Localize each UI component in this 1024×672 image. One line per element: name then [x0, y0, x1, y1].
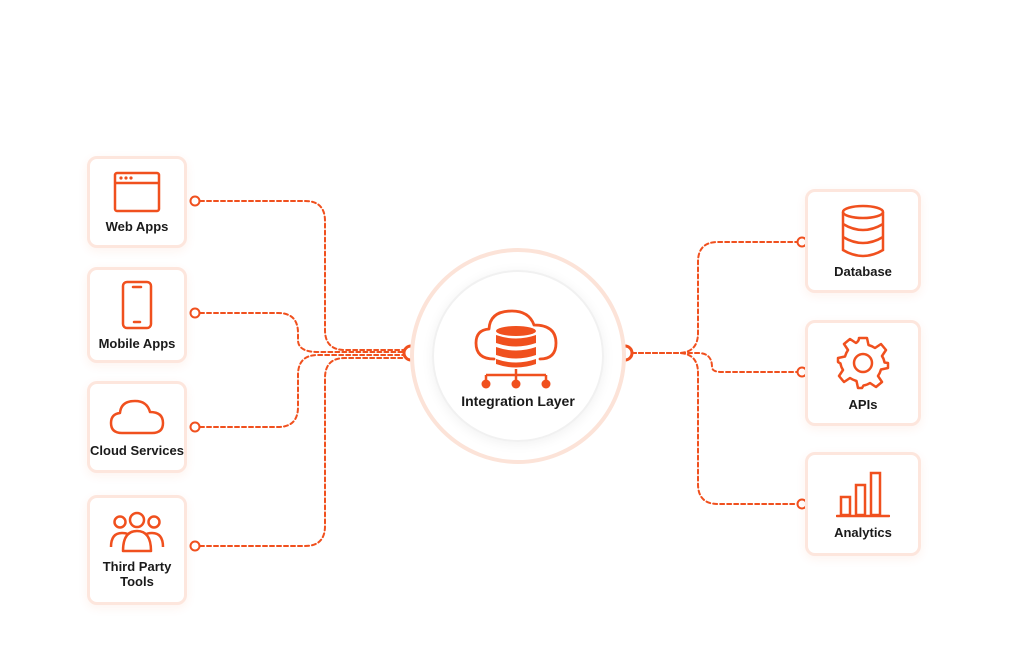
- hub-inner: Integration Layer: [432, 270, 604, 442]
- node-label: APIs: [848, 396, 878, 412]
- connector-analytics: [631, 352, 798, 505]
- database-icon: [841, 204, 885, 257]
- cloud-icon: [109, 399, 165, 434]
- port-cloud-services: [189, 421, 201, 433]
- node-label: Web Apps: [105, 218, 169, 234]
- node-label: Analytics: [834, 524, 892, 540]
- node-label: Third Party Tools: [102, 559, 172, 589]
- port-third-party-tools: [189, 540, 201, 552]
- gear-icon: [836, 336, 890, 389]
- connector-cloud-services: [199, 354, 405, 428]
- node-label: Mobile Apps: [98, 335, 176, 351]
- node-database[interactable]: Database: [805, 189, 921, 293]
- bar-chart-icon: [836, 471, 890, 517]
- smartphone-icon: [121, 280, 153, 329]
- node-label: Database: [834, 263, 892, 279]
- cloud-database-icon: [474, 309, 558, 389]
- node-apis[interactable]: APIs: [805, 320, 921, 426]
- browser-window-icon: [113, 171, 161, 212]
- connector-apis: [631, 352, 798, 373]
- connector-third-party-tools: [199, 357, 405, 547]
- connector-database: [631, 241, 798, 354]
- connector-web-apps: [199, 200, 405, 351]
- port-web-apps: [189, 195, 201, 207]
- node-label: Cloud Services: [90, 442, 184, 458]
- node-web-apps[interactable]: Web Apps: [87, 156, 187, 248]
- node-mobile-apps[interactable]: Mobile Apps: [87, 267, 187, 363]
- node-cloud-services[interactable]: Cloud Services: [87, 381, 187, 473]
- connector-mobile-apps: [199, 312, 405, 353]
- port-mobile-apps: [189, 307, 201, 319]
- node-third-party-tools[interactable]: Third Party Tools: [87, 495, 187, 605]
- users-group-icon: [109, 511, 165, 553]
- node-analytics[interactable]: Analytics: [805, 452, 921, 556]
- integration-hub[interactable]: Integration Layer: [410, 248, 626, 464]
- hub-label: Integration Layer: [461, 393, 575, 409]
